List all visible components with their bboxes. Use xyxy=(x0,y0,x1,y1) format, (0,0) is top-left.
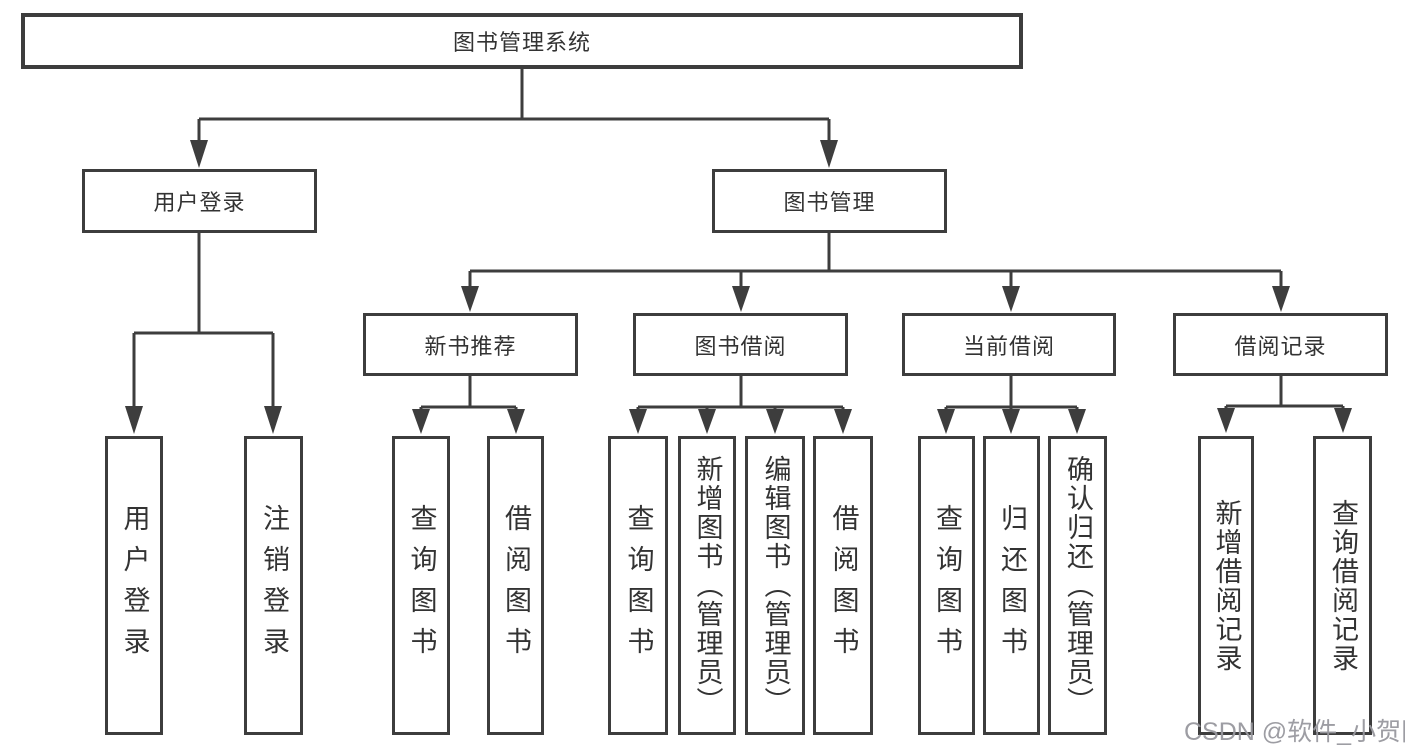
connector-book-borrowing-children xyxy=(629,374,852,434)
leaf-label: 借阅图书 xyxy=(828,503,859,668)
arrowhead-icon xyxy=(507,409,525,434)
arrowhead-icon xyxy=(820,140,838,168)
leaf-label: 新增借阅记录 xyxy=(1211,498,1242,673)
leaf-return-books: 归还图书 xyxy=(983,436,1040,735)
arrowhead-icon xyxy=(1272,286,1290,312)
arrowhead-icon xyxy=(412,409,430,434)
leaf-label: 确认归还（管理员） xyxy=(1063,455,1093,716)
leaf-label: 用户登录 xyxy=(119,503,150,668)
leaf-user-login: 用户登录 xyxy=(105,436,163,735)
connector-user-login-children xyxy=(125,233,282,434)
node-book-borrowing: 图书借阅 xyxy=(633,313,848,376)
arrowhead-icon xyxy=(629,409,647,434)
connector-current-borrowing-children xyxy=(937,374,1086,434)
leaf-edit-book-admin: 编辑图书（管理员） xyxy=(745,436,805,735)
leaf-label: 查询图书 xyxy=(932,503,962,668)
leaf-logout: 注销登录 xyxy=(244,436,303,735)
leaf-label: 归还图书 xyxy=(997,503,1027,668)
watermark: CSDN @软件_小贺同学 xyxy=(1184,718,1405,746)
leaf-query-books-recommend: 查询图书 xyxy=(392,436,450,735)
leaf-borrow-books: 借阅图书 xyxy=(813,436,873,735)
arrowhead-icon xyxy=(834,409,852,434)
leaf-label: 编辑图书（管理员） xyxy=(760,455,791,716)
leaf-query-books-current: 查询图书 xyxy=(918,436,975,735)
connector-book-management-children xyxy=(461,233,1290,312)
arrowhead-icon xyxy=(1068,409,1086,434)
leaf-add-book-admin: 新增图书（管理员） xyxy=(678,436,736,735)
leaf-label: 查询图书 xyxy=(406,503,437,668)
arrowhead-icon xyxy=(264,406,282,434)
leaf-label: 新增图书（管理员） xyxy=(692,455,723,716)
node-user-login: 用户登录 xyxy=(82,169,317,233)
leaf-label: 借阅图书 xyxy=(501,503,531,668)
arrowhead-icon xyxy=(1334,408,1352,433)
arrowhead-icon xyxy=(190,140,208,168)
connector-root-to-level2 xyxy=(190,69,838,168)
node-book-management: 图书管理 xyxy=(712,169,947,233)
arrowhead-icon xyxy=(766,409,784,434)
arrowhead-icon xyxy=(461,286,479,312)
connector-borrowing-records-children xyxy=(1217,374,1352,433)
leaf-label: 查询借阅记录 xyxy=(1328,498,1358,673)
arrowhead-icon xyxy=(1217,408,1235,433)
leaf-label: 查询图书 xyxy=(623,503,654,668)
node-current-borrowing: 当前借阅 xyxy=(902,313,1116,376)
leaf-label: 注销登录 xyxy=(259,503,289,668)
connector-new-book-rec-children xyxy=(412,374,525,434)
arrowhead-icon xyxy=(732,286,750,312)
leaf-query-borrow-record: 查询借阅记录 xyxy=(1313,436,1372,735)
arrowhead-icon xyxy=(125,406,143,434)
node-library-management-system: 图书管理系统 xyxy=(21,13,1023,69)
arrowhead-icon xyxy=(937,409,955,434)
node-borrowing-records: 借阅记录 xyxy=(1173,313,1388,376)
arrowhead-icon xyxy=(1002,286,1020,312)
leaf-confirm-return-admin: 确认归还（管理员） xyxy=(1048,436,1107,735)
node-new-book-recommendation: 新书推荐 xyxy=(363,313,578,376)
arrowhead-icon xyxy=(1002,409,1020,434)
arrowhead-icon xyxy=(698,409,716,434)
leaf-borrow-books-recommend: 借阅图书 xyxy=(487,436,544,735)
leaf-query-books-borrowing: 查询图书 xyxy=(608,436,668,735)
leaf-add-borrow-record: 新增借阅记录 xyxy=(1198,436,1254,735)
